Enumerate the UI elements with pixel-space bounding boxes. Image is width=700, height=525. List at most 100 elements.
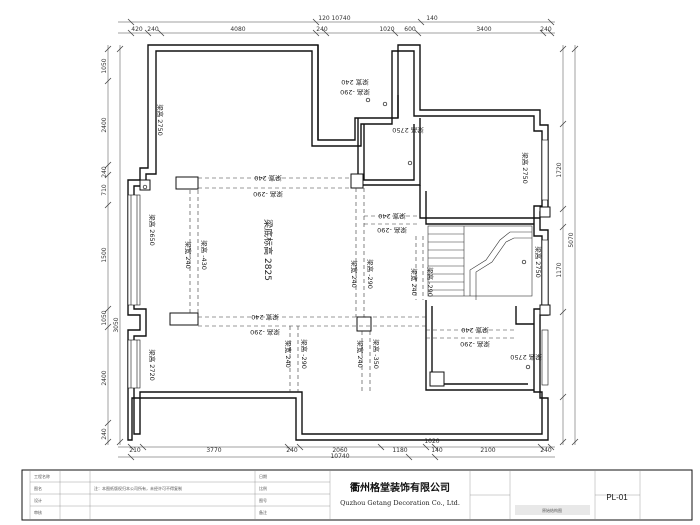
column-8: [539, 304, 551, 316]
columns: [139, 173, 551, 387]
dim-left-6: 1050: [101, 310, 108, 325]
dim-bottom-6: 140: [431, 447, 443, 454]
tb-label-2: 图名: [34, 485, 42, 491]
elevation-left-upper: 梁高 2650: [148, 214, 157, 246]
wall-lr-notch: [515, 306, 534, 325]
dim-top-upper-2: 10740: [331, 15, 350, 22]
drain-icon: [525, 364, 531, 370]
column-7: [539, 206, 551, 218]
window-left-upper: [127, 194, 141, 306]
elevation-top-right: 梁高 2750: [521, 152, 530, 184]
beam-lower1-width: 梁宽 240: [284, 340, 293, 367]
dim-right-3: 5070: [568, 232, 575, 247]
dim-left-7: 3050: [113, 317, 120, 332]
tb-label-4: 审核: [34, 509, 42, 515]
wall-small-room-inner: [363, 124, 415, 181]
beam-mid-width: 梁宽 240: [251, 313, 278, 322]
company-name-cn: 衢州格堂装饰有限公司: [350, 481, 450, 494]
dim-top-4: 240: [316, 26, 328, 33]
beam-lower1-height: 梁高 -290: [300, 339, 309, 369]
dim-left-1: 1050: [101, 58, 108, 73]
beam-stair-v-width: 梁宽 240: [410, 268, 419, 295]
dim-left-3: 240: [101, 166, 108, 178]
dimension-lines: [107, 21, 576, 458]
elevation-lower-right: 梁高 2750: [510, 353, 542, 362]
beam-col-width: 梁宽 240: [350, 260, 359, 287]
beam-topbox-height: 梁高 -290: [340, 88, 370, 97]
tb-label-7: 图号: [259, 497, 267, 503]
dim-bottom-5: 1180: [392, 447, 407, 454]
window-right-lower: [541, 329, 549, 386]
column-6: [429, 371, 445, 387]
beam-col-height: 梁高 -290: [366, 259, 375, 289]
beam-top-height: 梁高 -290: [253, 190, 283, 199]
beam-lower2-width: 梁宽 240: [356, 340, 365, 367]
drain-icon: [521, 259, 527, 265]
beam-stair-top-width: 梁宽 240: [378, 212, 405, 221]
dim-top-8: 240: [540, 26, 552, 33]
dim-top-7: 3400: [476, 26, 491, 33]
beam-lr-height: 梁高 -290: [460, 340, 490, 349]
dim-left-5: 1500: [101, 247, 108, 262]
dim-bottom-8: 240: [540, 447, 552, 454]
company-name-en: Quzhou Getang Decoration Co., Ltd.: [340, 499, 460, 507]
dim-top-1: 420: [131, 26, 143, 33]
fixtures: [142, 97, 531, 370]
wall-stair-top-inner: [425, 191, 534, 225]
dim-left-9: 240: [101, 428, 108, 440]
inner-wall-line: [133, 50, 543, 435]
dim-left-4: 710: [101, 184, 108, 196]
dim-top-upper-3: 140: [426, 15, 438, 22]
beam-top-width: 梁宽 240: [254, 174, 281, 183]
beam-stair-top-height: 梁高 -290: [377, 226, 407, 235]
wall-small-room: [357, 118, 421, 186]
stair-outline: [427, 225, 533, 297]
right-dimension-labels: 1170 1720 5070: [556, 162, 575, 277]
dim-top-6: 600: [404, 26, 416, 33]
dimension-ticks: [104, 18, 579, 461]
dim-left-2: 2400: [101, 117, 108, 132]
dim-top-2: 240: [147, 26, 159, 33]
beam-labels: 梁宽 240 梁高 -290 梁宽 240 梁高 -430 梁宽 240 梁高 …: [184, 78, 490, 369]
dim-bottom-2: 3770: [206, 447, 221, 454]
wall-stair-top: [419, 185, 540, 219]
tb-label-5: 日期: [259, 473, 267, 479]
dim-right-1: 1170: [556, 262, 563, 277]
drain-icon: [382, 101, 388, 107]
column-4: [356, 316, 372, 332]
beam-lr-width: 梁宽 240: [461, 326, 488, 335]
dim-bottom-lower-2: 1020: [424, 438, 439, 445]
beam-center-height: 梁高 -430: [200, 240, 209, 270]
beam-lower2-height: 梁高 -350: [372, 339, 381, 369]
dim-bottom-lower-1: 10740: [330, 453, 349, 460]
title-block-frame: [21, 469, 693, 521]
column-1: [175, 176, 199, 190]
dim-bottom-1: 210: [129, 447, 141, 454]
drain-icon: [365, 97, 371, 103]
dim-right-2: 1720: [556, 162, 563, 177]
elevation-small-room: 梁高 2750: [392, 126, 424, 135]
tb-label-6: 比例: [259, 485, 267, 491]
column-2: [350, 173, 364, 189]
drawing-number: PL-01: [606, 493, 628, 502]
beam-mid-height: 梁高 -290: [250, 328, 280, 337]
drain-icon: [142, 184, 148, 190]
dim-left-8: 2400: [101, 370, 108, 385]
dim-top-3: 4080: [230, 26, 245, 33]
beam-topbox-width: 梁宽 240: [341, 78, 368, 87]
window-left-lower: [127, 339, 141, 389]
beam-center-width: 梁宽 240: [184, 241, 193, 268]
elevation-stair-right: 梁高 2750: [534, 246, 543, 278]
dim-top-5: 1020: [379, 26, 394, 33]
tb-notes: 注：本图纸版权归本公司所有，未经许可不得复制: [94, 485, 182, 491]
dim-bottom-3: 240: [286, 447, 298, 454]
staircase: [427, 225, 533, 300]
tb-label-1: 工程名称: [34, 473, 50, 479]
beam-stair-v-height: 梁高 -290: [426, 267, 435, 297]
drawing-name: 原始结构图: [542, 507, 562, 513]
elevation-left-lower: 梁高 2720: [148, 349, 157, 381]
windows: [127, 139, 549, 389]
drain-icon: [407, 160, 413, 166]
main-beam-elevation: 梁底标高 2825: [262, 219, 274, 281]
